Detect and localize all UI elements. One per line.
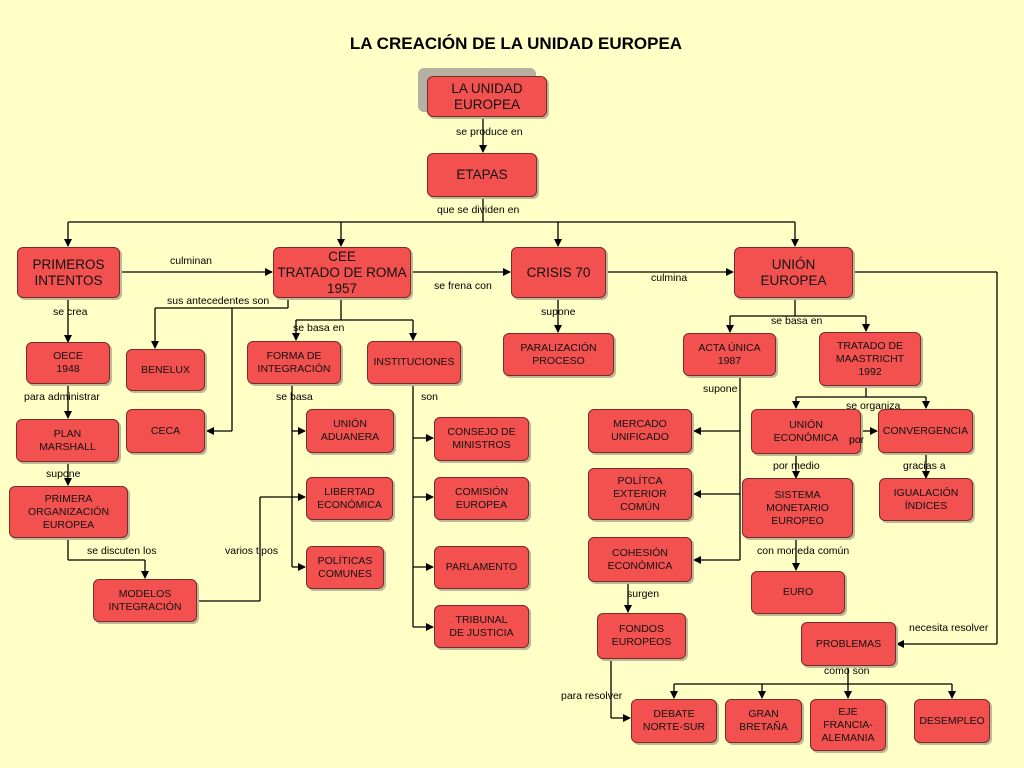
label-por: por — [849, 434, 865, 446]
label-supone-crisis: supone — [541, 306, 576, 318]
node-sistema-monetario: SISTEMA MONETARIO EUROPEO — [742, 478, 853, 538]
label-se-discuten-los: se discuten los — [87, 545, 157, 557]
node-cee-tratado-roma: CEE TRATADO DE ROMA 1957 — [273, 247, 411, 298]
node-benelux: BENELUX — [126, 349, 205, 391]
label-se-crea: se crea — [53, 306, 88, 318]
node-oece: OECE 1948 — [26, 342, 110, 384]
label-se-basa-en-ue: se basa en — [771, 315, 823, 327]
node-comision-europea: COMISIÓN EUROPEA — [434, 477, 529, 520]
node-politicas-comunes: POLÍTICAS COMUNES — [306, 546, 384, 589]
node-ceca: CECA — [126, 409, 205, 453]
label-varios-tipos: varios tipos — [225, 545, 279, 557]
label-culminan: culminan — [170, 255, 213, 267]
node-gran-bretana: GRAN BRETAÑA — [725, 699, 802, 743]
node-convergencia: CONVERGENCIA — [878, 409, 973, 453]
node-debate-norte-sur: DEBATE NORTE-SUR — [631, 699, 717, 743]
node-desempleo: DESEMPLEO — [914, 699, 990, 743]
label-se-organiza: se organiza — [846, 400, 901, 412]
node-eje-francia-alemania: EJE FRANCIA- ALEMANIA — [810, 699, 886, 751]
label-gracias-a: gracias a — [903, 460, 946, 472]
label-supone-acta: supone — [703, 383, 738, 395]
label-con-moneda-comun: con moneda común — [757, 545, 850, 557]
node-cohesion-economica: COHESIÓN ECONÓMICA — [588, 537, 692, 582]
node-primera-organizacion: PRIMERA ORGANIZACIÓN EUROPEA — [9, 486, 128, 538]
node-unidad-europea: LA UNIDAD EUROPEA — [427, 76, 547, 117]
label-para-administrar: para administrar — [24, 391, 100, 403]
node-primeros-intentos: PRIMEROS INTENTOS — [17, 247, 120, 298]
node-mercado-unificado: MERCADO UNIFICADO — [588, 409, 692, 453]
diagram-title: LA CREACIÓN DE LA UNIDAD EUROPEA — [349, 34, 683, 53]
label-son: son — [421, 391, 438, 403]
node-libertad-economica: LIBERTAD ECONÓMICA — [306, 477, 393, 520]
label-que-se-dividen-en: que se dividen en — [437, 204, 520, 216]
label-para-resolver: para resolver — [561, 690, 623, 702]
label-sus-antecedentes-son: sus antecedentes son — [167, 295, 270, 307]
label-se-produce-en: se produce en — [456, 126, 523, 138]
label-se-frena-con: se frena con — [434, 280, 492, 292]
node-union-europea: UNIÓN EUROPEA — [734, 247, 853, 298]
node-forma-integracion: FORMA DE INTEGRACIÓN — [247, 341, 341, 384]
label-supone-marshall: supone — [46, 468, 81, 480]
label-por-medio: por medio — [773, 460, 820, 472]
node-etapas: ETAPAS — [427, 153, 537, 197]
node-plan-marshall: PLAN MARSHALL — [16, 419, 119, 462]
label-culmina: culmina — [651, 272, 688, 284]
node-modelos-integracion: MODELOS INTEGRACIÓN — [93, 579, 197, 622]
label-surgen: surgen — [627, 588, 660, 600]
node-tribunal-justicia: TRIBUNAL DE JUSTICIA — [434, 605, 529, 648]
node-acta-unica: ACTA ÚNICA 1987 — [683, 333, 776, 376]
label-necesita-resolver: necesita resolver — [909, 622, 989, 634]
node-instituciones: INSTITUCIONES — [367, 341, 461, 384]
node-politica-exterior: POLÍTCA EXTERIOR COMÚN — [588, 468, 692, 520]
node-tratado-maastricht: TRATADO DE MAASTRICHT 1992 — [819, 332, 921, 386]
label-se-basa: se basa — [276, 391, 313, 403]
node-union-aduanera: UNIÓN ADUANERA — [306, 409, 394, 453]
node-problemas: PROBLEMAS — [801, 622, 896, 666]
label-se-basa-en-cee: se basa en — [293, 322, 345, 334]
label-como-son: como son — [824, 665, 870, 677]
node-euro: EURO — [751, 571, 845, 614]
node-paralizacion-proceso: PARALIZACIÓN PROCESO — [503, 333, 614, 376]
node-fondos-europeos: FONDOS EUROPEOS — [597, 613, 686, 659]
node-crisis-70: CRISIS 70 — [511, 247, 606, 298]
node-parlamento: PARLAMENTO — [434, 546, 529, 589]
node-union-economica: UNIÓN ECONÓMICA — [751, 409, 861, 454]
node-igualacion-indices: IGUALACIÓN ÍNDICES — [879, 478, 973, 521]
node-consejo-ministros: CONSEJO DE MINISTROS — [434, 417, 529, 461]
